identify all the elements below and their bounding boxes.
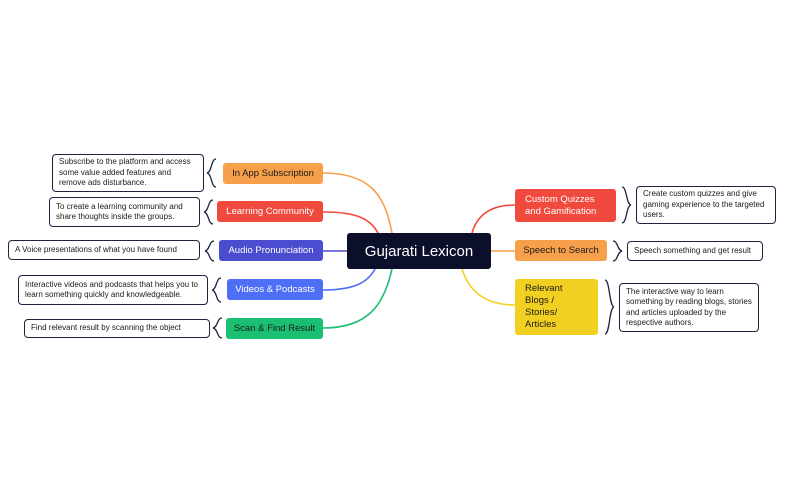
topic-relevant-blogs-label: Relevant Blogs / Stories/ Articles [525, 283, 563, 330]
brace-custom-quizzes [621, 186, 632, 224]
note-learning-community-text: To create a learning community and share… [56, 201, 183, 222]
topic-speech-to-search[interactable]: Speech to Search [515, 240, 607, 261]
brace-learning-community [203, 199, 214, 225]
note-custom-quizzes: Create custom quizzes and give gaming ex… [636, 186, 776, 224]
note-in-app-subscription-text: Subscribe to the platform and access som… [59, 157, 191, 188]
topic-audio-pronunciation[interactable]: Audio Pronunciation [219, 240, 323, 261]
note-learning-community: To create a learning community and share… [49, 197, 200, 227]
topic-relevant-blogs[interactable]: Relevant Blogs / Stories/ Articles [515, 279, 598, 335]
note-scan-find-result-text: Find relevant result by scanning the obj… [31, 323, 181, 333]
note-speech-to-search: Speech something and get result [627, 241, 763, 261]
topic-custom-quizzes[interactable]: Custom Quizzes and Gamification [515, 189, 616, 222]
brace-relevant-blogs [604, 279, 615, 335]
brace-audio-pronunciation [204, 240, 215, 262]
brace-in-app-subscription [206, 158, 217, 188]
note-speech-to-search-text: Speech something and get result [634, 245, 751, 255]
topic-learning-community[interactable]: Learning Community [217, 201, 323, 222]
note-relevant-blogs: The interactive way to learn something b… [619, 283, 759, 332]
note-videos-podcasts-text: Interactive videos and podcasts that hel… [25, 279, 198, 300]
link-learning-community [322, 211, 379, 234]
link-scan-find [322, 268, 393, 329]
link-custom-quizzes [471, 204, 516, 234]
topic-videos-podcasts[interactable]: Videos & Podcasts [227, 279, 323, 300]
topic-scan-find-result[interactable]: Scan & Find Result [226, 318, 323, 339]
brace-videos-podcasts [211, 277, 222, 303]
link-in-app-subscription [322, 172, 393, 234]
note-in-app-subscription: Subscribe to the platform and access som… [52, 154, 204, 192]
note-custom-quizzes-text: Create custom quizzes and give gaming ex… [643, 189, 765, 220]
brace-speech-to-search [612, 240, 623, 262]
brace-scan-find-result [212, 317, 223, 339]
link-relevant-blogs [461, 268, 516, 306]
link-videos-podcasts [322, 268, 376, 291]
topic-in-app-subscription[interactable]: In App Subscription [223, 163, 323, 184]
note-scan-find-result: Find relevant result by scanning the obj… [24, 319, 210, 338]
topic-custom-quizzes-label: Custom Quizzes and Gamification [525, 193, 597, 217]
note-videos-podcasts: Interactive videos and podcasts that hel… [18, 275, 208, 305]
note-audio-pronunciation: A Voice presentations of what you have f… [8, 240, 200, 260]
note-relevant-blogs-text: The interactive way to learn something b… [626, 286, 752, 328]
note-audio-pronunciation-text: A Voice presentations of what you have f… [15, 244, 177, 254]
central-topic[interactable]: Gujarati Lexicon [347, 233, 491, 269]
